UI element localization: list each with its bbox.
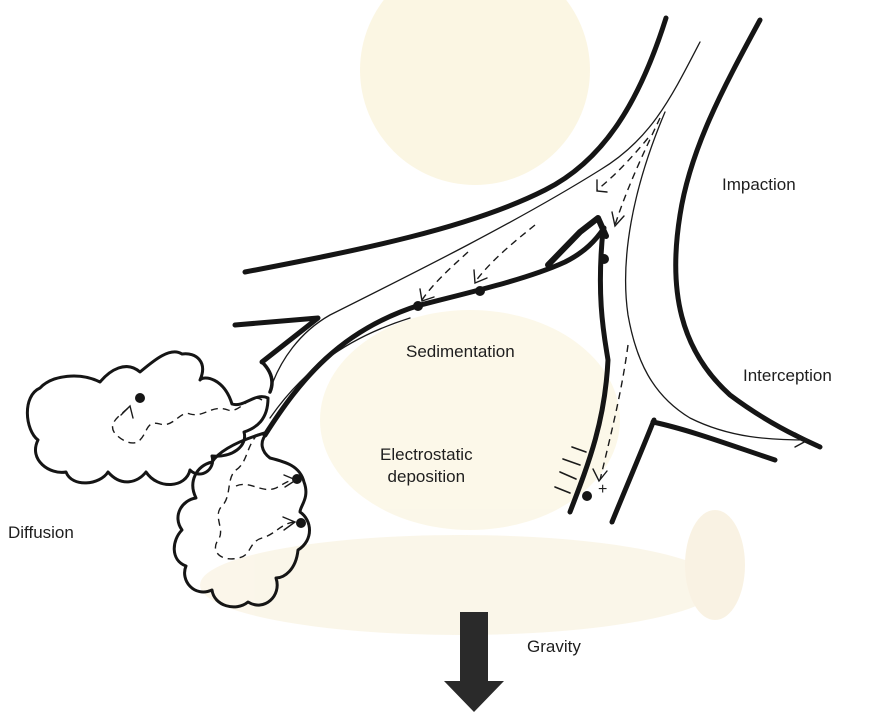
diffusion-path-lower: [215, 434, 294, 559]
sedimentation-arrowhead-2: [420, 289, 434, 301]
particle-dot-icon: [296, 518, 306, 528]
electrostatic-label-line2: deposition: [380, 466, 473, 488]
impaction-label: Impaction: [722, 175, 796, 195]
electrostatic-label-line1: Electrostatic: [380, 444, 473, 466]
watermark-emblem: [200, 0, 745, 635]
charge-plus-sign: +: [598, 481, 607, 499]
diffusion-label: Diffusion: [8, 523, 74, 543]
sedimentation-path-1: [475, 225, 535, 282]
interception-label: Interception: [743, 366, 832, 386]
sedimentation-label: Sedimentation: [406, 342, 515, 362]
particle-dot-icon: [599, 254, 609, 264]
alveolus-upper: [27, 352, 268, 485]
gravity-label: Gravity: [527, 637, 581, 657]
diffusion-path-branch: [236, 480, 295, 490]
sedimentation-arrowhead-1: [474, 270, 487, 283]
streamline-interception: [626, 112, 808, 440]
electrostatic-deposition-label: Electrostatic deposition: [380, 444, 473, 488]
left-spur: [235, 318, 318, 362]
particle-dot-icon: [475, 286, 485, 296]
particle-dot-icon: [582, 491, 592, 501]
particle-dot-icon: [135, 393, 145, 403]
impaction-path: [615, 118, 660, 225]
impaction-arrowhead: [612, 212, 624, 226]
particle-dot-icon: [413, 301, 423, 311]
